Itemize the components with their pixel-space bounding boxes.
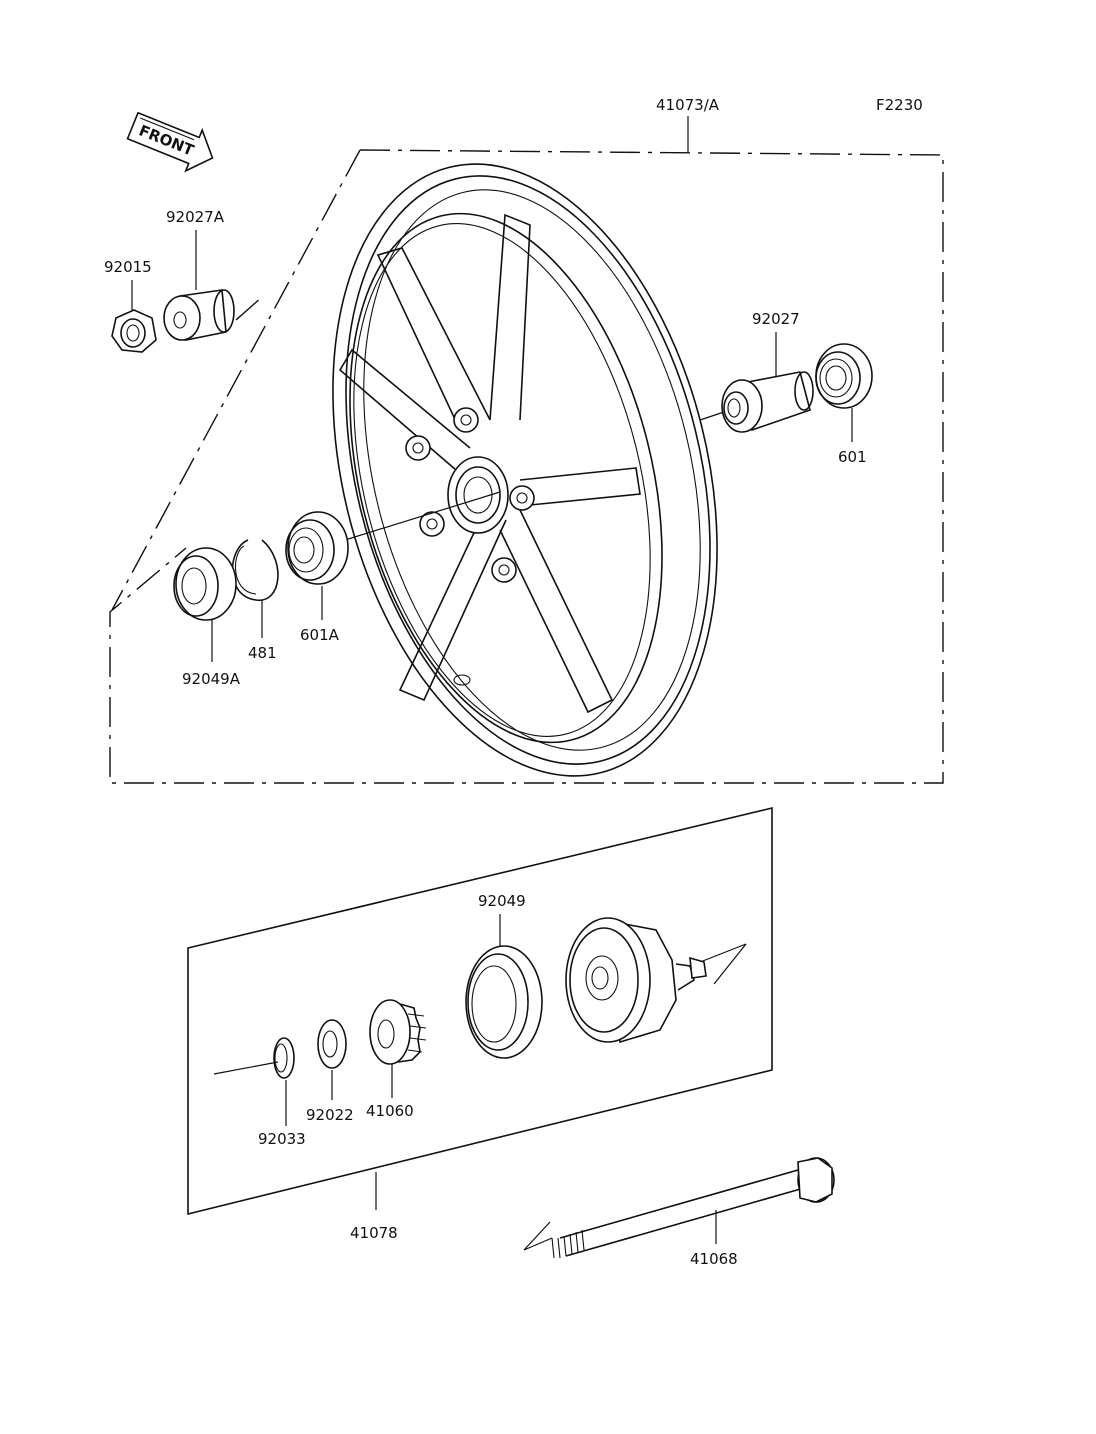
wheel-hub [447, 456, 509, 686]
lower-centerline-left [213, 1061, 279, 1075]
bearing-601a-icon [285, 511, 349, 585]
seal-92049-icon [465, 945, 543, 1059]
wheel-spokes [338, 213, 641, 714]
part-label-41078: 41078 [350, 1224, 398, 1242]
part-label-41073a: 41073/A [656, 96, 720, 114]
part-label-41068: 41068 [690, 1250, 738, 1268]
speedometer-gear-outline [187, 806, 773, 1216]
axle-centerline-upper [344, 491, 501, 541]
part-label-92022: 92022 [306, 1106, 354, 1124]
gear-housing-icon [565, 917, 707, 1044]
snap-ring-92033-icon [273, 1037, 295, 1079]
front-arrow-icon: FRONT [126, 111, 214, 173]
part-label-92049a: 92049A [182, 670, 241, 688]
circlip-481-icon [231, 539, 279, 601]
lower-centerline-right-tick [713, 943, 747, 985]
part-label-92049: 92049 [478, 892, 526, 910]
gear-41060-icon [369, 999, 427, 1065]
diagram-code: F2230 [876, 96, 923, 114]
part-label-601a: 601A [300, 626, 340, 644]
part-label-92015: 92015 [104, 258, 152, 276]
part-label-601: 601 [838, 448, 867, 466]
collar-92027-icon [721, 371, 814, 433]
part-label-92027: 92027 [752, 310, 800, 328]
seal-92049a-icon [173, 547, 237, 621]
part-label-92027a: 92027A [166, 208, 225, 226]
wheel-assembly-outline [109, 149, 944, 784]
part-label-481: 481 [248, 644, 277, 662]
axle-41068-icon [523, 1157, 835, 1259]
wheel-rim [332, 163, 718, 777]
collar-92027a-icon [163, 289, 235, 341]
bearing-601-icon [815, 343, 873, 409]
part-label-41060: 41060 [366, 1102, 414, 1120]
washer-92022-icon [317, 1019, 347, 1069]
part-label-92033: 92033 [258, 1130, 306, 1148]
nut-92015-icon [111, 309, 157, 353]
